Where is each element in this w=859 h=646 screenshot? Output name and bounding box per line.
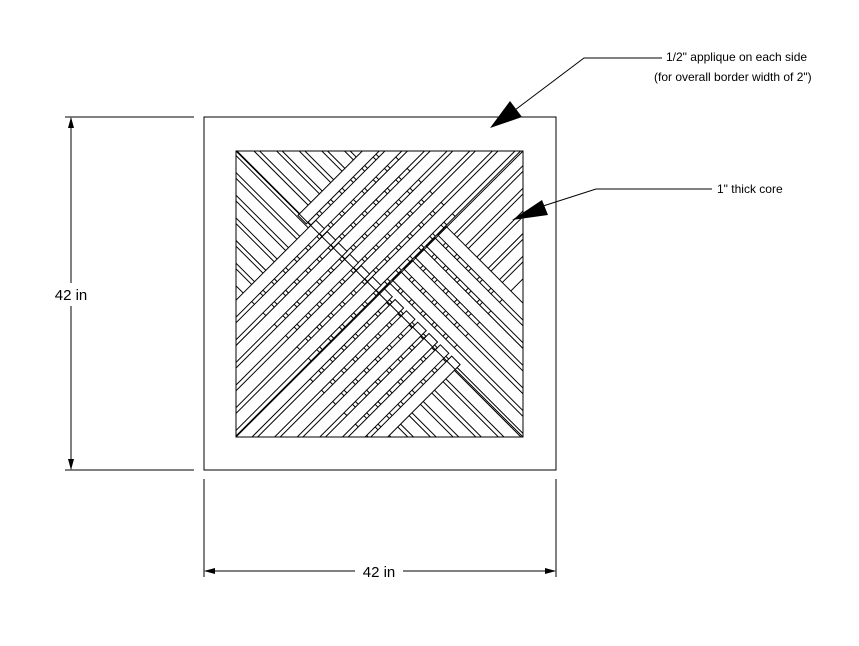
diagonal-separator — [236, 151, 523, 437]
plank — [236, 287, 394, 437]
height-label: 42 in — [55, 287, 88, 304]
plank — [236, 230, 337, 341]
width-arrow-right — [545, 568, 556, 574]
plank — [236, 276, 382, 432]
plank — [256, 298, 405, 437]
plank — [236, 219, 326, 318]
width-label: 42 in — [363, 564, 396, 581]
plank — [279, 310, 416, 437]
plank — [370, 355, 461, 437]
applique-callout: 1/2" applique on each side (for overall … — [490, 50, 812, 128]
plank — [347, 344, 450, 437]
width-dimension: 42 in — [203, 479, 557, 581]
core-label: 1" thick core — [717, 182, 783, 196]
outer-frame — [203, 116, 557, 471]
core-outline — [235, 150, 524, 438]
core-leader-line — [539, 188, 712, 208]
plank — [436, 225, 523, 321]
core-arrowhead — [512, 200, 548, 220]
core-panel — [235, 150, 524, 438]
plank — [297, 151, 380, 225]
plank — [425, 236, 523, 344]
applique-leader-line — [514, 57, 662, 111]
plank — [236, 242, 348, 364]
plank — [324, 332, 439, 437]
height-dimension: 42 in — [55, 116, 194, 471]
height-arrow-bottom — [68, 459, 74, 470]
width-arrow-left — [204, 568, 215, 574]
core-callout: 1" thick core — [512, 182, 783, 220]
applique-label-line1: 1/2" applique on each side — [666, 50, 807, 64]
plank — [302, 321, 427, 437]
diagonal-planks — [236, 151, 523, 437]
plank — [391, 270, 523, 412]
plank — [402, 259, 523, 389]
plank — [236, 253, 360, 386]
applique-label-line2: (for overall border width of 2") — [654, 70, 812, 84]
plank — [236, 264, 371, 409]
plank — [414, 248, 523, 367]
height-arrow-top — [68, 117, 74, 128]
applique-arrowhead — [490, 101, 522, 128]
